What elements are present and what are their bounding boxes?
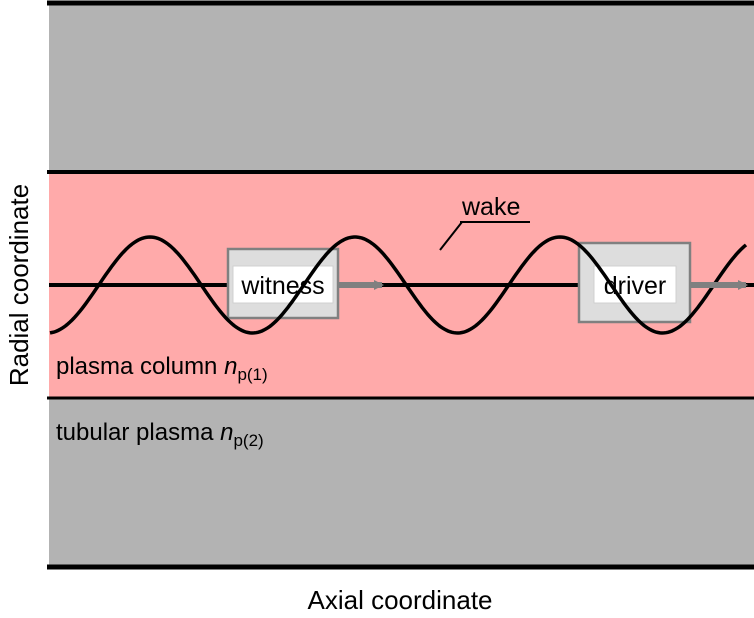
wake-label-pointer bbox=[439, 221, 463, 251]
witness-label-box bbox=[232, 265, 334, 304]
wake-curve bbox=[49, 235, 748, 335]
witness-label: witness bbox=[240, 272, 324, 300]
tubular-plasma-bottom-region bbox=[49, 398, 754, 567]
x-axis-label: Axial coordinate bbox=[308, 585, 493, 615]
tubular-plasma-top-region bbox=[49, 4, 754, 172]
plasma-column-label: plasma column np(1) bbox=[56, 353, 268, 384]
y-axis-label: Radial coordinate bbox=[4, 184, 34, 386]
tubular-plasma-label: tubular plasma np(2) bbox=[56, 419, 264, 450]
wake-label: wake bbox=[461, 193, 520, 221]
driver-label: driver bbox=[604, 272, 667, 300]
driver-label-box bbox=[593, 265, 677, 304]
